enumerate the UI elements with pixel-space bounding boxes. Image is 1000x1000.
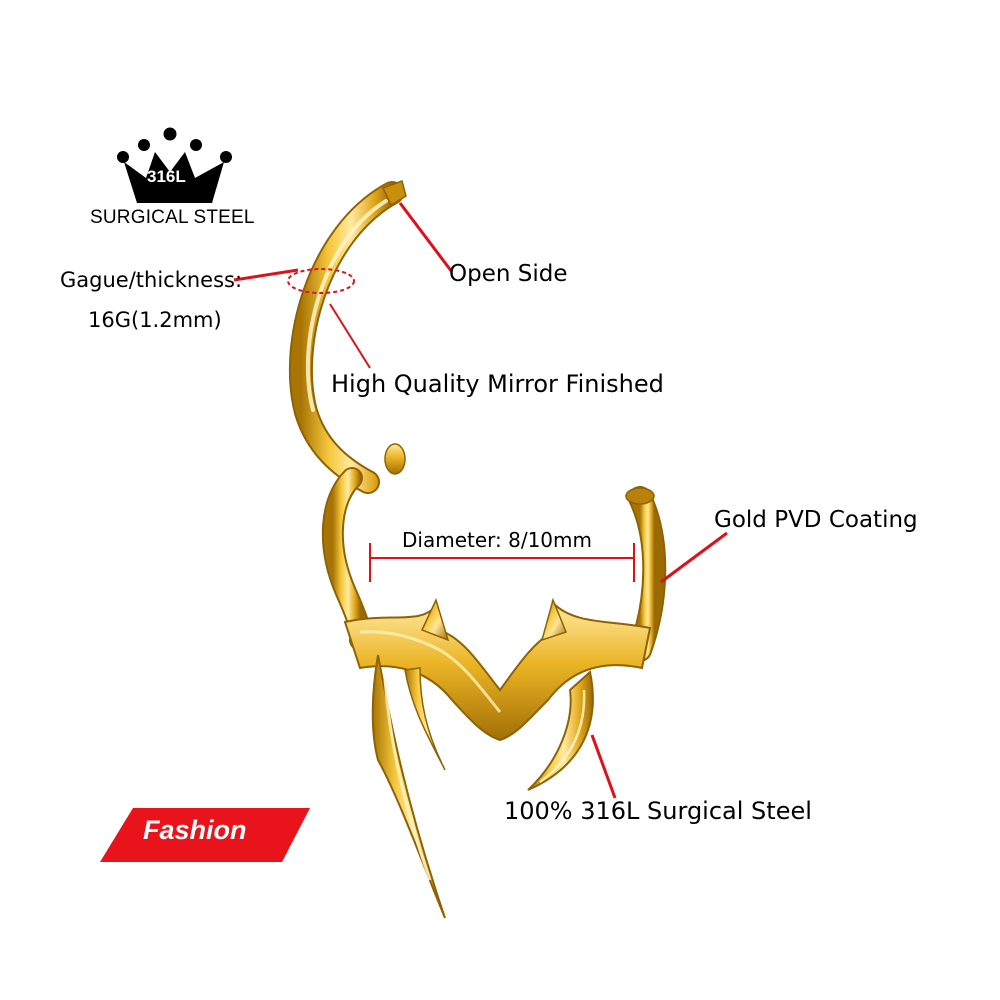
mirror-finish-label: High Quality Mirror Finished (331, 370, 664, 398)
diameter-label: Diameter: 8/10mm (402, 528, 592, 552)
crown-label: 316L (147, 167, 186, 186)
open-side-label: Open Side (449, 261, 568, 287)
thickness-label: Gague/thickness: (60, 268, 243, 292)
fashion-badge-shape (100, 808, 310, 862)
fashion-badge-text: Fashion (143, 815, 247, 845)
brand-name: SURGICAL STEEL (90, 207, 255, 228)
ring-lower-body (321, 467, 667, 919)
thickness-value: 16G(1.2mm) (88, 308, 222, 332)
coating-label: Gold PVD Coating (714, 507, 918, 533)
annotation-lines (233, 202, 728, 799)
crown-icon (117, 127, 232, 203)
material-label: 100% 316L Surgical Steel (504, 797, 812, 825)
ring-upper-arc (288, 180, 407, 494)
